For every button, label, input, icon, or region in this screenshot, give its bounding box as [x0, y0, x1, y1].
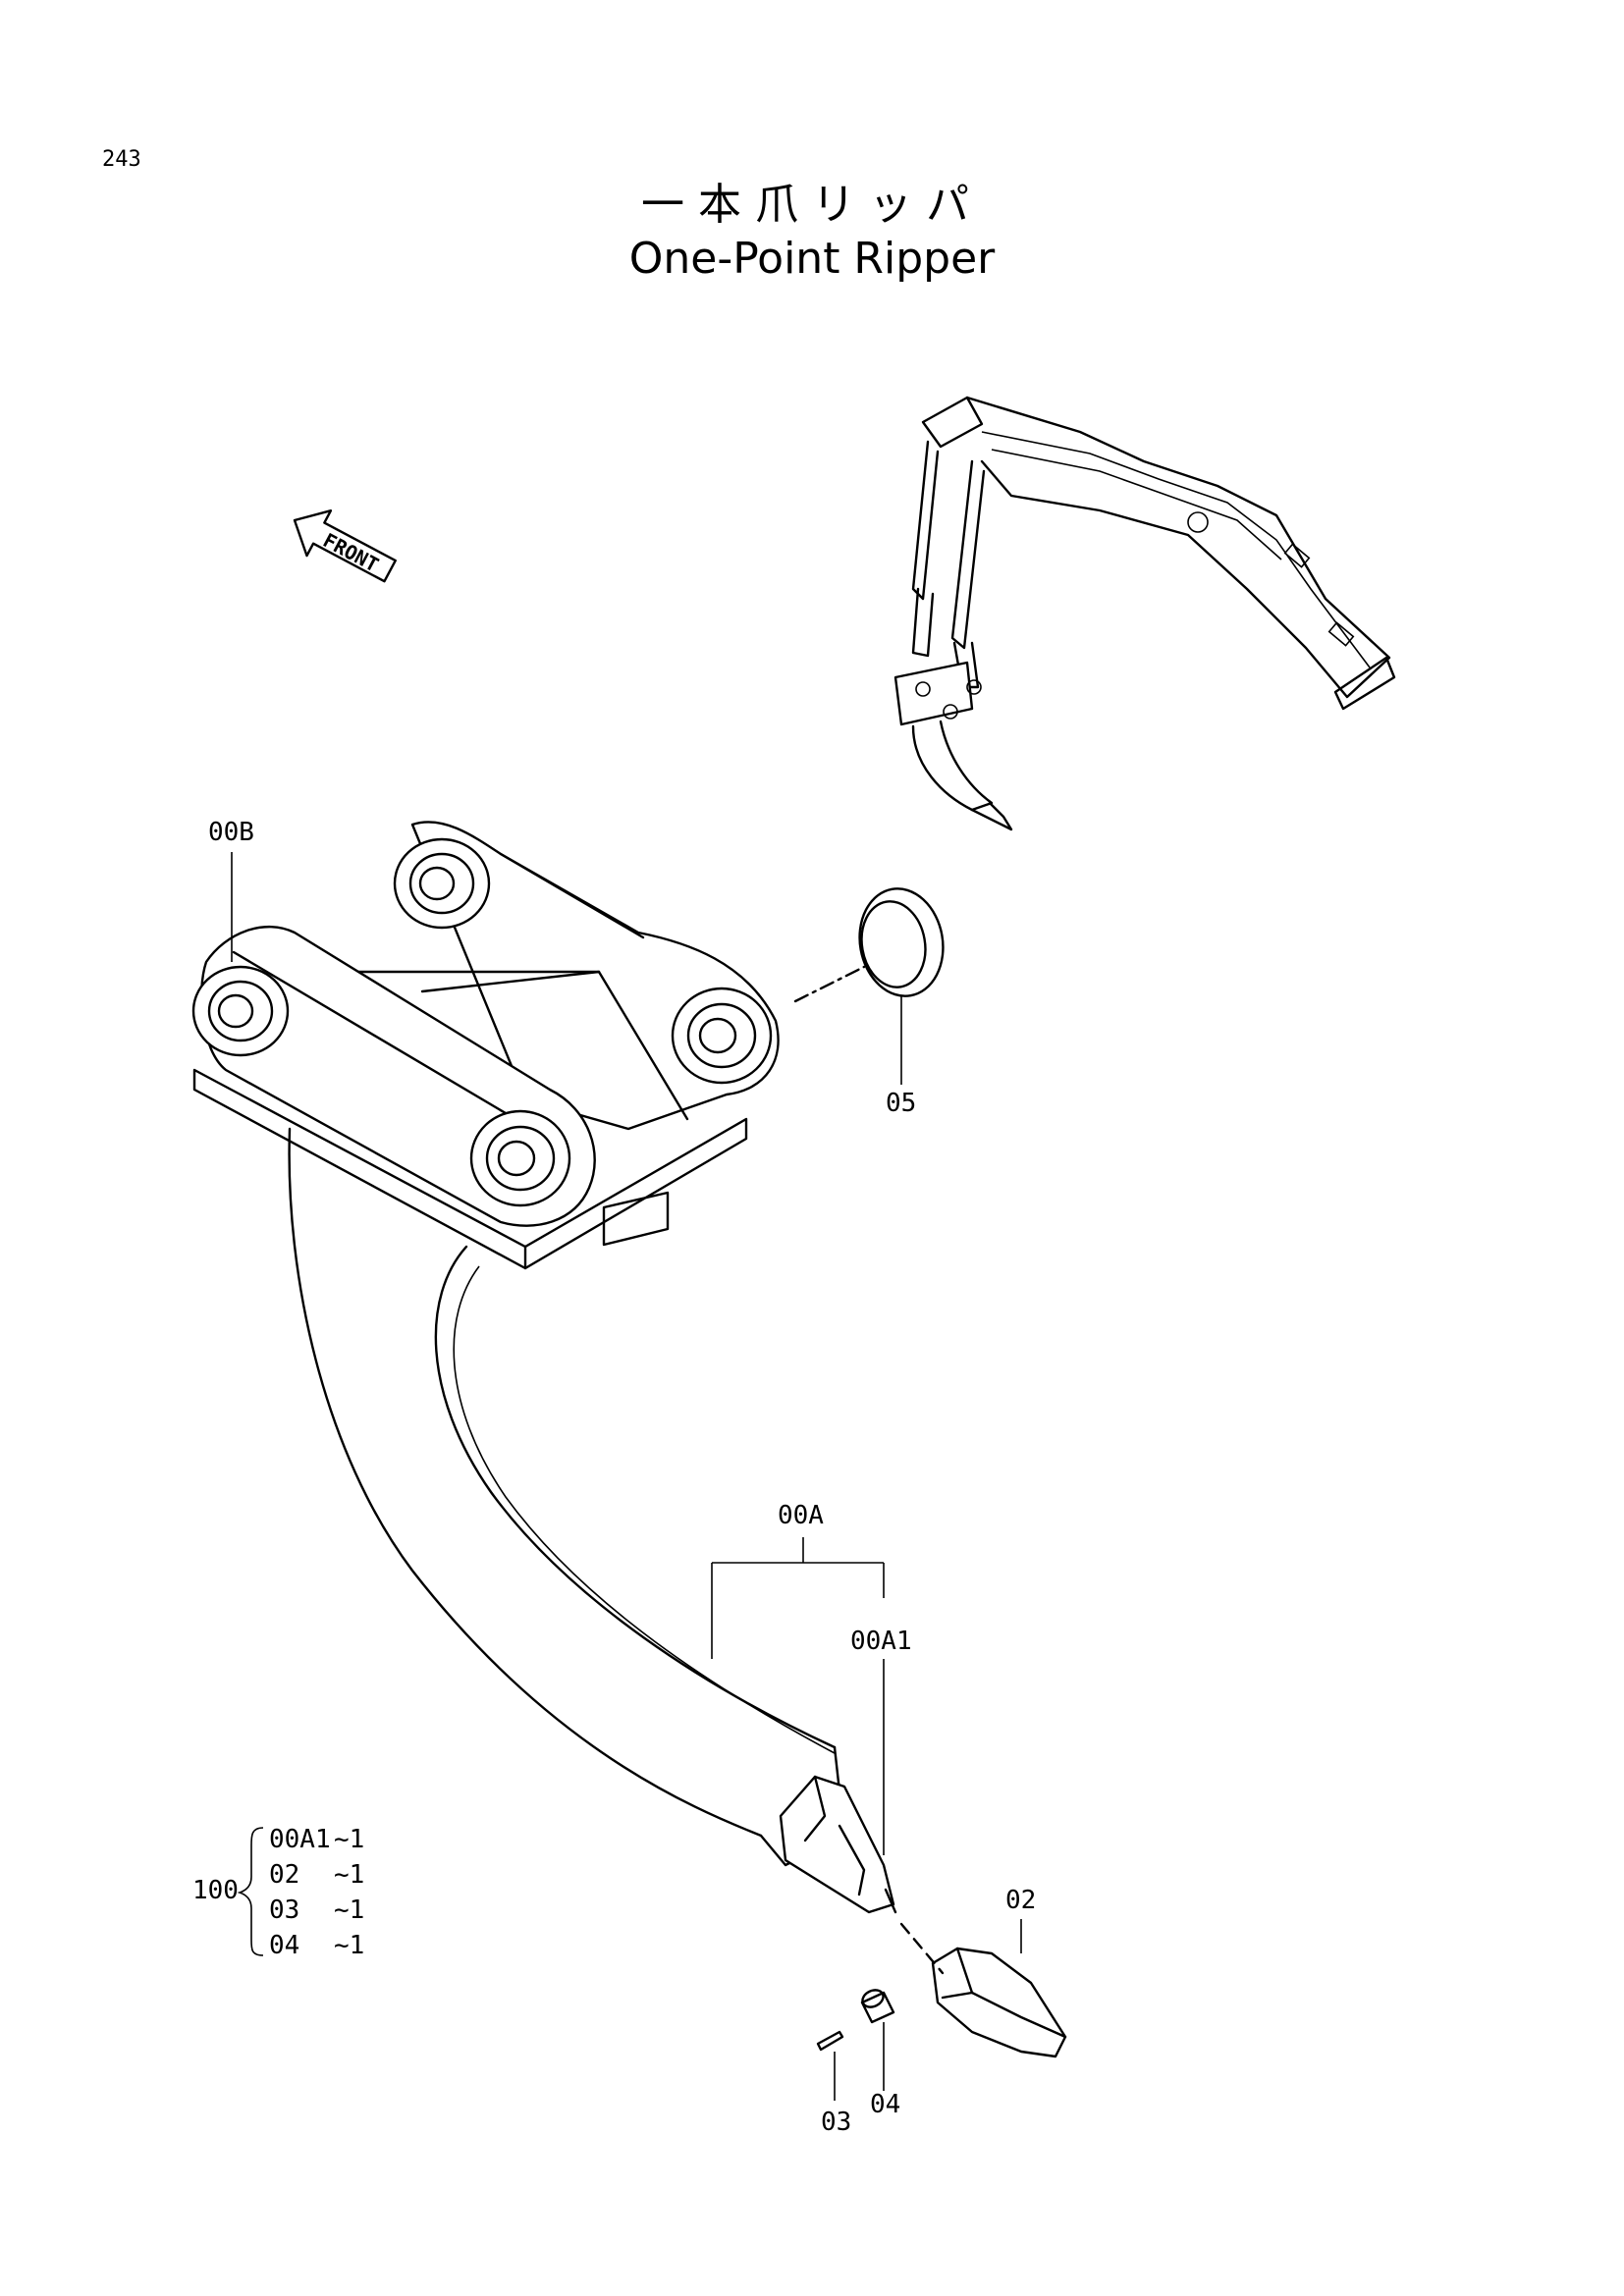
label-00A1: 00A1	[850, 1627, 912, 1656]
part-02-tooth	[931, 1919, 1067, 2058]
assembly-item-qty: ~1	[334, 1825, 364, 1854]
assembly-item-qty: ~1	[334, 1860, 364, 1890]
assembly-item-part: 00A1	[269, 1825, 331, 1854]
assembly-100-list: 100 00A1 ~1 02 ~1 03 ~1 04 ~1	[192, 1825, 364, 1960]
label-00B: 00B	[208, 818, 254, 847]
label-04: 04	[870, 2090, 900, 2119]
ripper-adapter-tip	[779, 1775, 897, 1914]
part-04-pin	[860, 1989, 895, 2091]
boss-front-right	[469, 1109, 571, 1207]
brace	[237, 1827, 264, 1956]
boss-back-left	[393, 837, 491, 930]
title-english: One-Point Ripper	[628, 234, 996, 284]
assembly-line	[899, 1922, 945, 1975]
assembly-item-part: 02	[269, 1860, 299, 1890]
page-number: 243	[102, 147, 141, 172]
ripper-bracket	[191, 821, 780, 1270]
boss-front-left	[191, 965, 290, 1057]
leader-00A-bracket	[711, 1537, 885, 1855]
boss-back-right	[671, 987, 773, 1085]
label-02: 02	[1005, 1886, 1036, 1915]
front-label: FRONT	[319, 528, 382, 576]
label-00A: 00A	[778, 1501, 824, 1530]
part-05-ring	[793, 887, 945, 1085]
assembly-item-part: 04	[269, 1931, 299, 1960]
assembly-number: 100	[192, 1876, 239, 1905]
assembly-item-qty: ~1	[334, 1931, 364, 1960]
label-05: 05	[886, 1089, 916, 1118]
assembly-item-qty: ~1	[334, 1896, 364, 1925]
label-03: 03	[821, 2108, 851, 2137]
assembly-item-part: 03	[269, 1896, 299, 1925]
front-arrow-icon: FRONT	[293, 508, 397, 583]
excavator-boom-illustration	[893, 396, 1396, 831]
title-japanese: 一本爪リッパ	[641, 180, 983, 230]
part-03-pin	[816, 2030, 844, 2101]
